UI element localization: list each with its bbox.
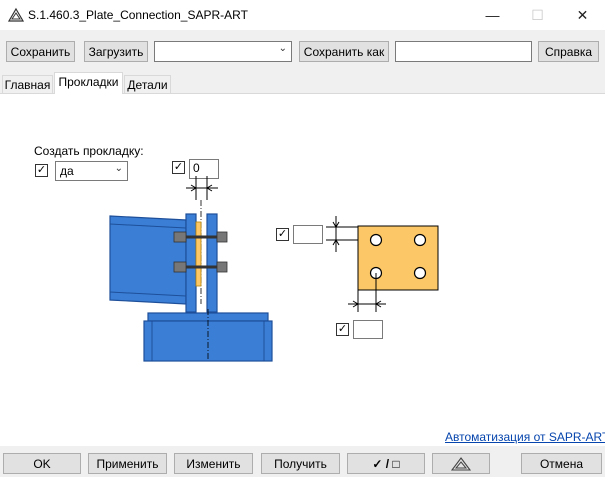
chevron-down-icon: ⌄ [114,163,123,174]
offset-vertical-checkbox[interactable]: ✓ [276,228,289,241]
create-shim-checkbox[interactable]: ✓ [35,164,48,177]
load-button[interactable]: Загрузить [84,41,148,62]
gap-checkbox[interactable]: ✓ [172,161,185,174]
create-shim-label: Создать прокладку: [34,144,144,158]
beam-web [109,215,187,305]
column-plate [206,213,218,313]
check-toggle-button[interactable]: ✓ / □ [347,453,425,474]
sapr-art-link[interactable]: Автоматизация от SAPR-ART [445,430,605,444]
bolts-upper [173,231,228,243]
tab-details[interactable]: Детали [124,75,171,94]
bottom-bar: OK Применить Изменить Получить ✓ / □ Отм… [0,446,605,477]
tab-divider [0,93,605,94]
bolts-lower [173,261,228,273]
tab-shims[interactable]: Прокладки [54,72,123,94]
shim-plate-front [357,225,439,291]
minimize-button[interactable]: — [485,7,500,23]
save-button[interactable]: Сохранить [6,41,75,62]
offset-vertical-input[interactable] [293,225,323,244]
title-bar: S.1.460.3_Plate_Connection_SAPR-ART — ☐ … [0,0,605,30]
cancel-button[interactable]: Отмена [521,453,602,474]
tab-strip: Главная Прокладки Детали [0,72,605,94]
close-button[interactable]: ✕ [576,7,589,23]
help-button[interactable]: Справка [538,41,599,62]
gap-input[interactable]: 0 [189,159,219,179]
shims-panel: Создать прокладку: ✓ да ⌄ ✓ 0 [0,94,605,446]
modify-button[interactable]: Изменить [174,453,253,474]
save-as-name-input[interactable] [395,41,532,62]
app-logo-icon [8,7,24,22]
end-plate [185,213,197,313]
create-shim-value: да [60,164,74,178]
offset-horizontal-input[interactable] [353,320,383,339]
toolbar: Сохранить Загрузить ⌄ Сохранить как Спра… [0,30,605,72]
shim-front-drawing [326,216,439,312]
shim-plate [195,221,202,287]
about-button[interactable] [432,453,490,474]
apply-button[interactable]: Применить [88,453,167,474]
window-title: S.1.460.3_Plate_Connection_SAPR-ART [28,8,248,22]
create-shim-select[interactable]: да ⌄ [55,161,128,181]
ok-button[interactable]: OK [3,453,81,474]
chevron-down-icon: ⌄ [278,43,287,54]
save-as-button[interactable]: Сохранить как [299,41,389,62]
get-button[interactable]: Получить [261,453,340,474]
offset-horizontal-checkbox[interactable]: ✓ [336,323,349,336]
connection-side-drawing [109,176,273,362]
tab-main[interactable]: Главная [2,75,53,94]
preset-select[interactable]: ⌄ [154,41,292,62]
maximize-button[interactable]: ☐ [531,7,544,23]
app-logo-icon [450,457,472,471]
